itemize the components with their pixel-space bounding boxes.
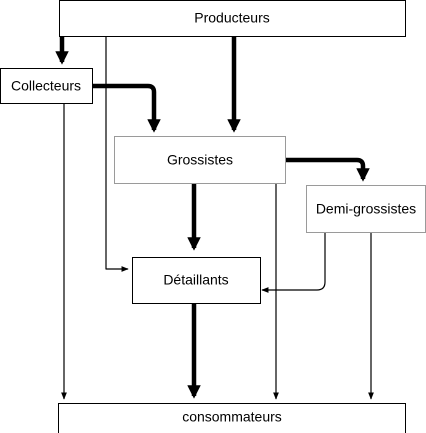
node-producteurs-label: Producteurs <box>194 10 269 26</box>
edges <box>55 37 374 400</box>
node-consommateurs: consommateurs <box>58 403 406 433</box>
node-consommateurs-box <box>58 403 406 433</box>
node-grossistes: Grossistes <box>114 136 286 184</box>
node-demi-grossistes-box <box>306 185 426 233</box>
edge-collecteurs-grossistes <box>93 83 161 133</box>
node-producteurs-box <box>59 0 406 37</box>
node-collecteurs: Collecteurs <box>0 68 93 104</box>
node-producteurs: Producteurs <box>59 0 406 37</box>
edge-demi-grossistes-detaillants <box>261 233 326 293</box>
node-detaillants-box <box>132 257 261 304</box>
node-collecteurs-label: Collecteurs <box>11 78 81 94</box>
node-collecteurs-box <box>0 68 93 104</box>
node-detaillants-label: Détaillants <box>163 272 228 288</box>
edge-producteurs-detaillants <box>105 37 129 272</box>
node-grossistes-box <box>114 136 286 184</box>
node-demi-grossistes-label: Demi-grossistes <box>316 201 416 217</box>
edge-grossistes-demi-grossistes <box>286 157 370 182</box>
node-demi-grossistes: Demi-grossistes <box>306 185 426 233</box>
node-grossistes-label: Grossistes <box>167 152 233 168</box>
node-detaillants: Détaillants <box>132 257 261 304</box>
node-consommateurs-label: consommateurs <box>182 409 282 425</box>
